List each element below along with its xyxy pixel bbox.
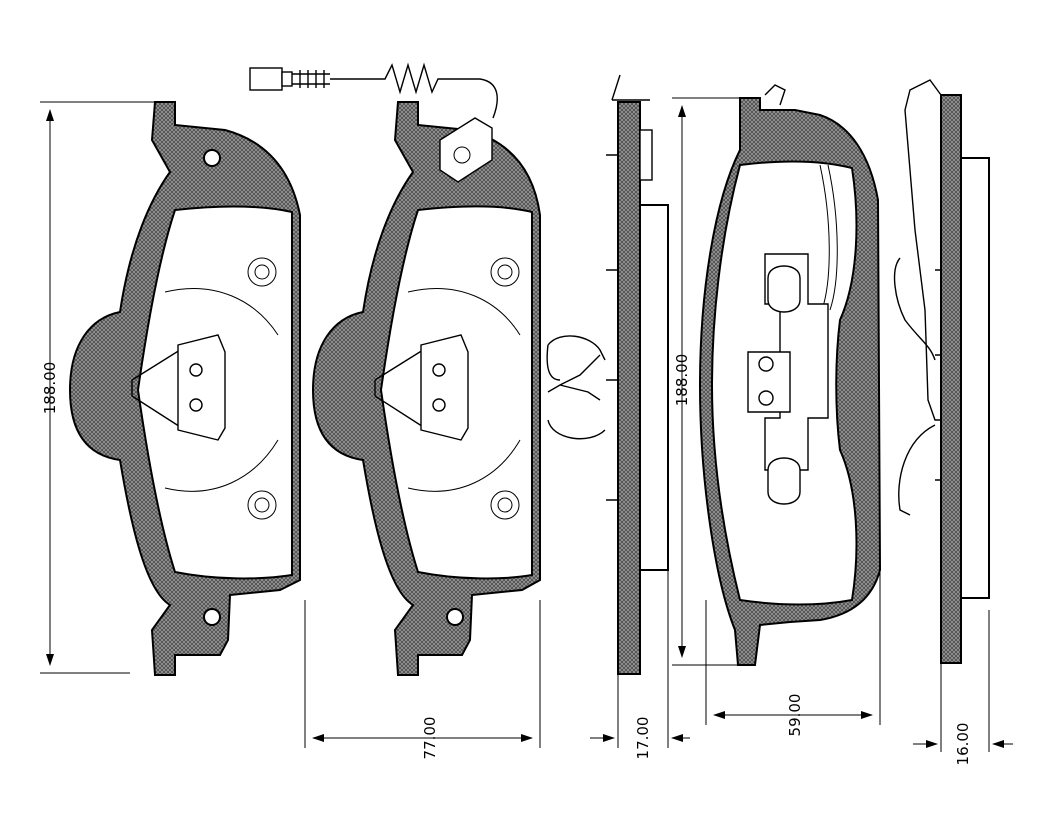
wear-sensor-icon <box>249 62 498 183</box>
dimension-label: 59.00 <box>786 694 804 737</box>
dimension-height-front: 188.00 <box>40 101 155 674</box>
dimension-width-back: 59.00 <box>705 570 881 737</box>
mounting-hole-icon <box>203 608 221 626</box>
pad-back-view <box>698 84 882 666</box>
dimension-label: 77.00 <box>421 717 439 760</box>
dimension-label: 17.00 <box>634 717 652 760</box>
dimension-label: 16.00 <box>954 723 972 766</box>
dimension-thickness-b: 16.00 <box>913 610 1013 765</box>
dimension-height-back: 188.00 <box>672 97 740 666</box>
dimension-label: 188.00 <box>673 354 691 407</box>
mounting-hole-icon <box>446 608 464 626</box>
mounting-hole-icon <box>203 149 221 167</box>
dimension-width: 77.00 <box>304 600 541 760</box>
dimension-label: 188.00 <box>41 362 59 415</box>
pad-front-view-left <box>68 101 301 676</box>
pad-front-view-sensor <box>249 62 541 676</box>
pad-side-view-b <box>893 79 990 664</box>
pad-side-view-a <box>546 74 669 675</box>
dimension-thickness-a: 17.00 <box>590 570 690 759</box>
